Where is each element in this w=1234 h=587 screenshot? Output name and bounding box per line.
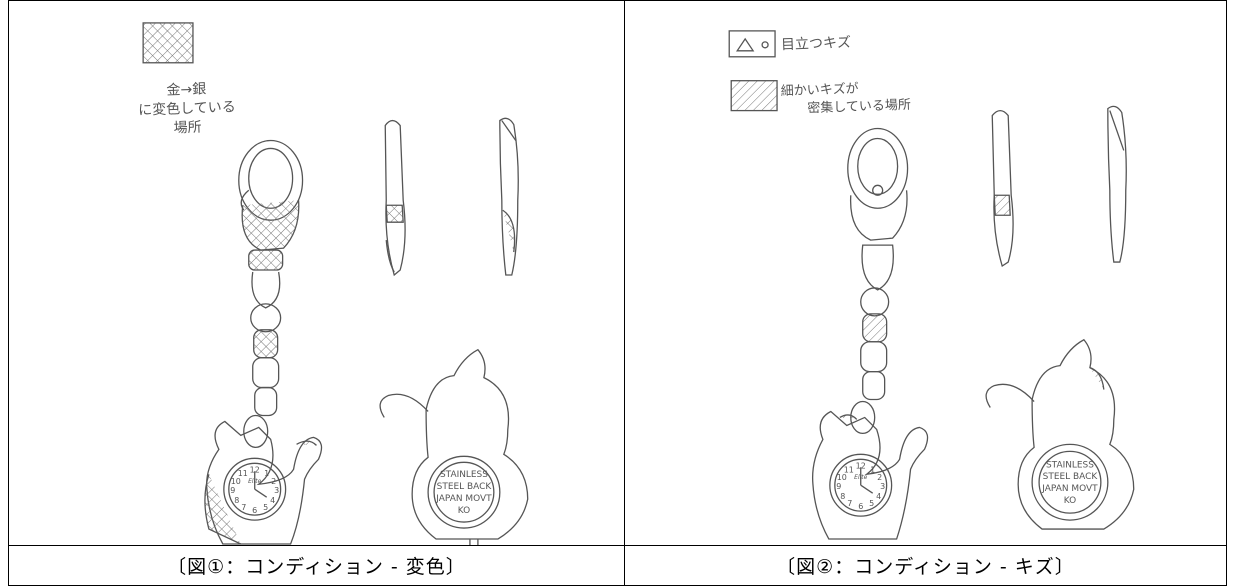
watch-number-4: 4 bbox=[876, 492, 881, 501]
watch-number-8: 8 bbox=[234, 496, 239, 505]
watch-number-2: 2 bbox=[271, 477, 276, 486]
crosshatch-swatch-icon bbox=[142, 22, 194, 64]
legend-line-2: に変色している bbox=[137, 99, 237, 119]
caseback-line-3: JAPAN MOVT bbox=[435, 494, 492, 504]
watch-number-5: 5 bbox=[263, 503, 268, 512]
hatch-swatch-icon bbox=[730, 80, 778, 112]
watch-number-10: 10 bbox=[837, 473, 847, 482]
caseback-line-4: KO bbox=[1064, 496, 1076, 506]
figure-1-caption-cell: 〔図①：コンディション - 変色〕 bbox=[9, 546, 625, 585]
watch-number-11: 11 bbox=[238, 469, 248, 478]
triangle-circle-icon bbox=[728, 30, 776, 58]
figure-table: 12 1 2 3 4 5 6 7 8 9 10 11 Elite STAINLE… bbox=[8, 0, 1227, 586]
figure-2-panel: 12 1 2 3 4 5 6 7 8 9 10 11 Elite STAINLE… bbox=[625, 1, 1226, 546]
watch-number-7: 7 bbox=[241, 503, 246, 512]
figure-2-caption: 〔図②：コンディション - キズ〕 bbox=[776, 556, 1075, 578]
watch-number-4: 4 bbox=[270, 496, 275, 505]
watch-number-3: 3 bbox=[274, 486, 279, 495]
figure-1-sketch: 12 1 2 3 4 5 6 7 8 9 10 11 Elite STAINLE… bbox=[142, 22, 529, 545]
watch-brand: Elite bbox=[854, 474, 867, 481]
watch-number-1: 1 bbox=[264, 469, 269, 478]
figure-1-caption: 〔図①：コンディション - 変色〕 bbox=[167, 556, 466, 578]
figure-2-sketch: 12 1 2 3 4 5 6 7 8 9 10 11 Elite STAINLE… bbox=[728, 30, 1135, 540]
watch-number-7: 7 bbox=[847, 499, 852, 508]
legend-note-discoloration: 金→銀 に変色している 場所 bbox=[136, 79, 238, 139]
watch-number-3: 3 bbox=[880, 482, 885, 491]
watch-number-12: 12 bbox=[856, 461, 866, 470]
figure-2-caption-cell: 〔図②：コンディション - キズ〕 bbox=[625, 546, 1226, 585]
legend-note-noticeable-scratch: 目立つキズ bbox=[780, 34, 852, 54]
caseback-line-2: STEEL BACK bbox=[437, 482, 493, 492]
watch-number-1: 1 bbox=[870, 465, 875, 474]
watch-number-9: 9 bbox=[836, 482, 841, 491]
caseback-line-2: STEEL BACK bbox=[1043, 472, 1099, 482]
watch-number-9: 9 bbox=[230, 486, 235, 495]
watch-number-8: 8 bbox=[840, 492, 845, 501]
caseback-line-1: STAINLESS bbox=[1046, 460, 1094, 470]
watch-number-10: 10 bbox=[231, 477, 241, 486]
watch-number-12: 12 bbox=[250, 465, 260, 474]
watch-number-11: 11 bbox=[844, 465, 854, 474]
watch-brand: Elite bbox=[248, 478, 261, 485]
watch-number-6: 6 bbox=[252, 506, 257, 515]
caseback-line-4: KO bbox=[458, 506, 470, 516]
watch-number-5: 5 bbox=[869, 499, 874, 508]
legend-note-fine-scratches: 細かいキズが 密集している場所 bbox=[780, 79, 911, 119]
watch-number-2: 2 bbox=[877, 473, 882, 482]
caseback-line-3: JAPAN MOVT bbox=[1041, 484, 1098, 494]
legend-line-3: 場所 bbox=[173, 119, 202, 137]
figure-1-panel: 12 1 2 3 4 5 6 7 8 9 10 11 Elite STAINLE… bbox=[9, 1, 625, 546]
caseback-line-1: STAINLESS bbox=[440, 470, 488, 480]
watch-number-6: 6 bbox=[858, 502, 863, 511]
